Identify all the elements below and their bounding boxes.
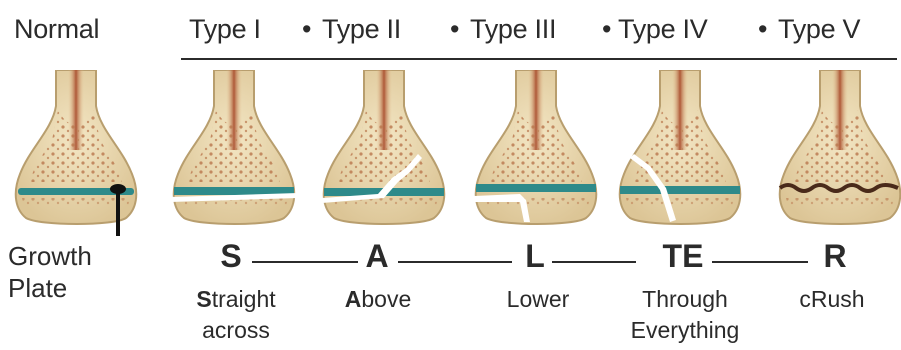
header-dot-1: • [302, 14, 311, 45]
connector-te-r [712, 261, 808, 263]
header-type-4: Type IV [618, 14, 707, 45]
header-dot-3: • [602, 14, 611, 45]
header-underline [181, 58, 897, 60]
letter-r: R [790, 238, 880, 275]
header-normal: Normal [14, 14, 99, 45]
bone-type-4 [614, 70, 746, 230]
bone-type-1 [168, 70, 300, 230]
header-type-3: Type III [470, 14, 556, 45]
connector-s-a [252, 261, 358, 263]
desc-straight-across: Straight across [176, 284, 296, 346]
letter-te: TE [638, 238, 728, 275]
pointer-dot [108, 182, 128, 196]
letter-s: S [186, 238, 276, 275]
desc-through-everything: Through Everything [610, 284, 760, 346]
header-type-5: Type V [778, 14, 860, 45]
growth-plate-label: Growth Plate [8, 240, 92, 304]
desc-crush: cRush [772, 284, 892, 315]
letter-a: A [332, 238, 422, 275]
bone-type-5 [774, 70, 901, 230]
bone-type-2 [318, 70, 450, 230]
bone-normal [10, 70, 142, 230]
header-dot-4: • [758, 14, 767, 45]
desc-above: Above [318, 284, 438, 315]
bone-type-3 [470, 70, 602, 230]
desc-lower: Lower [478, 284, 598, 315]
letter-l: L [490, 238, 580, 275]
header-type-1: Type I [189, 14, 261, 45]
connector-l-te [552, 261, 636, 263]
connector-a-l [398, 261, 512, 263]
header-type-2: Type II [322, 14, 401, 45]
header-dot-2: • [450, 14, 459, 45]
